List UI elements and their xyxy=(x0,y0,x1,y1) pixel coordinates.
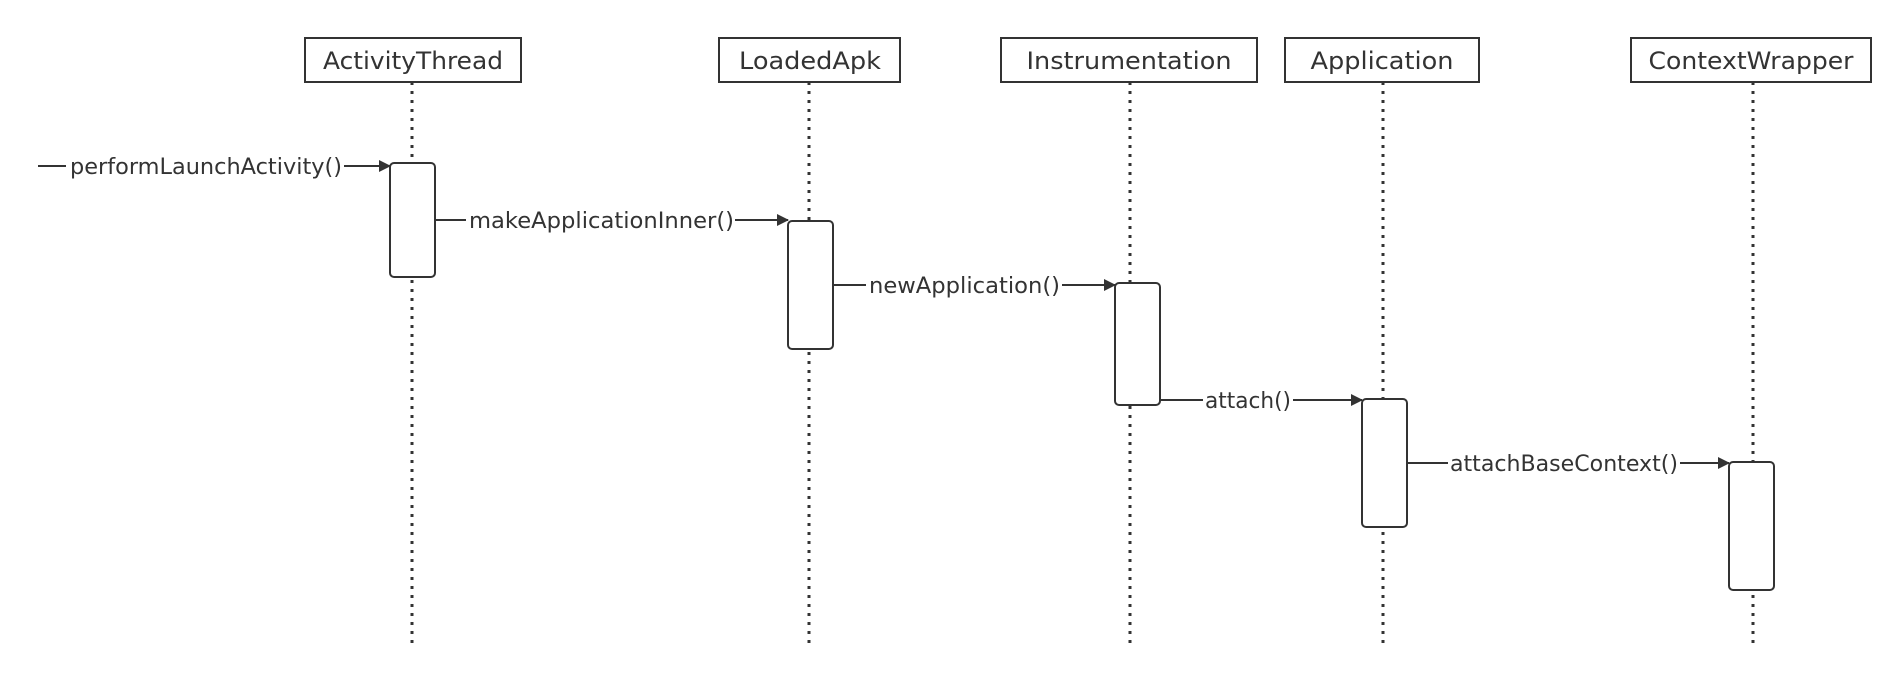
participant-label: LoadedApk xyxy=(739,47,881,75)
message-label: performLaunchActivity() xyxy=(70,155,342,180)
participant-loaded-apk: LoadedApk xyxy=(718,37,901,83)
participant-activity-thread: ActivityThread xyxy=(304,37,522,83)
message-new-application: newApplication() xyxy=(834,274,1116,299)
participant-box xyxy=(718,37,901,83)
message-attach-base-context: attachBaseContext() xyxy=(1408,452,1730,477)
participant-instrumentation: Instrumentation xyxy=(1000,37,1258,83)
activation-activity-thread xyxy=(389,162,436,278)
message-label: attach() xyxy=(1205,389,1291,414)
participant-label: Instrumentation xyxy=(1027,47,1232,75)
participant-label: Application xyxy=(1311,47,1454,75)
activation-loaded-apk xyxy=(787,220,834,350)
activation-application xyxy=(1361,398,1408,528)
message-label: newApplication() xyxy=(869,274,1060,299)
message-attach: attach() xyxy=(1161,389,1363,414)
activation-instrumentation xyxy=(1114,282,1161,406)
participant-label: ActivityThread xyxy=(323,47,503,75)
participant-application: Application xyxy=(1284,37,1480,83)
lifelines xyxy=(410,82,1755,645)
activation-bars xyxy=(389,162,1775,591)
message-label: makeApplicationInner() xyxy=(469,209,734,234)
participant-box xyxy=(1630,37,1872,83)
message-make-application-inner: makeApplicationInner() xyxy=(436,209,789,234)
message-perform-launch-activity: performLaunchActivity() xyxy=(38,155,391,180)
participant-box xyxy=(1000,37,1258,83)
participant-box xyxy=(304,37,522,83)
participant-box xyxy=(1284,37,1480,83)
activation-context-wrapper xyxy=(1728,461,1775,591)
participant-context-wrapper: ContextWrapper xyxy=(1630,37,1872,83)
message-label: attachBaseContext() xyxy=(1450,452,1678,477)
participant-label: ContextWrapper xyxy=(1649,47,1854,75)
